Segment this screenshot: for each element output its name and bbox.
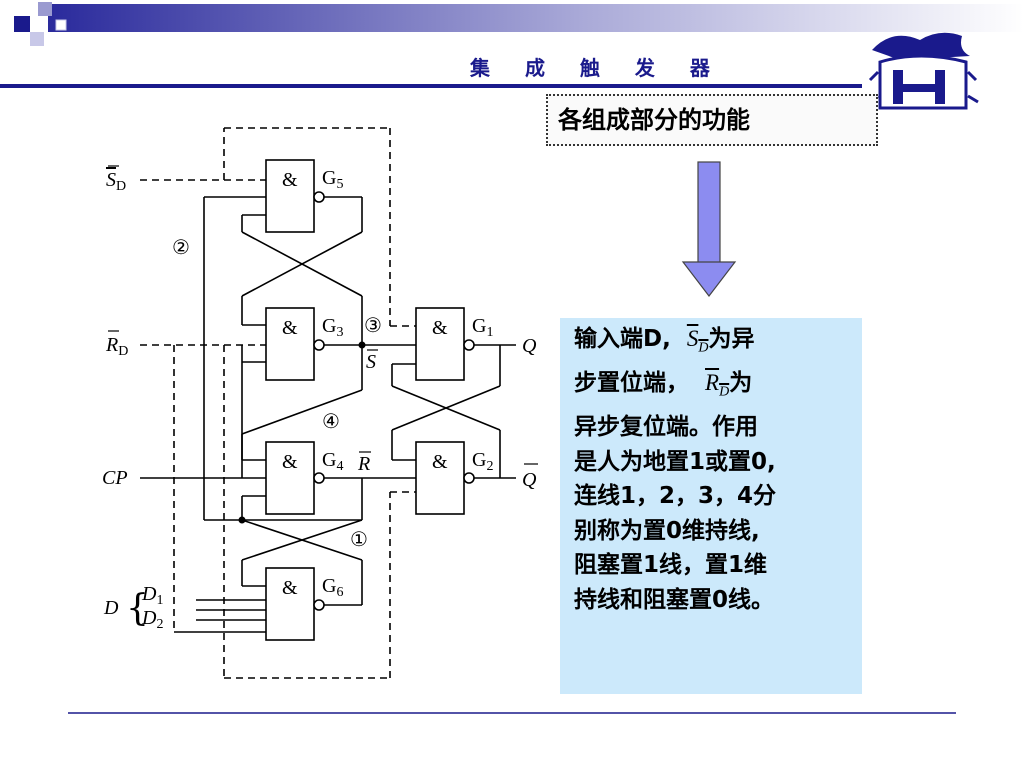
line-marker-4: ④ [322,411,340,433]
slide-title: 集 成 触 发 器 [470,56,724,80]
gate-g3-label: G3 [322,315,343,340]
sd-input-label: SD [106,169,126,194]
corner-square [38,2,52,16]
sd-symbol: SD [686,326,709,356]
line-marker-2: ② [172,237,190,259]
cp-input-label: CP [102,467,128,489]
d-input-label: D [103,597,119,619]
gate-g3-symbol: & [282,317,298,339]
top-gradient-bar [48,4,1024,32]
description-line: 异步复位端。作用 [574,414,758,441]
line-marker-3: ③ [364,315,382,337]
q-output-label: Q [522,335,537,357]
line-marker-1: ① [350,529,368,551]
description-line: 步置位端， RD为 [574,370,753,400]
gate-g2-symbol: & [432,451,448,473]
corner-square [30,32,44,46]
gate-g6-label: G6 [322,575,343,600]
s-bar-signal-label: S [366,351,376,373]
heading-box: 各组成部分的功能 [546,94,878,146]
r-bar-signal-label: R [357,453,370,475]
d1-input-label: D1 [141,583,163,608]
d2-input-label: D2 [141,607,163,632]
gate-g4-label: G4 [322,449,343,474]
gate-g1-symbol: & [432,317,448,339]
down-arrow-icon [681,161,737,297]
d-brace: { [126,588,149,629]
corner-square [55,19,67,31]
description-line: 阻塞置1线，置1维 [574,552,768,579]
university-logo [867,32,979,110]
description-line: 连线1，2，3，4分 [574,483,777,510]
gate-g6-symbol: & [282,577,298,599]
gate-g5-symbol: & [282,169,298,191]
description-line: 输入端D, SD为异 [574,326,755,356]
rd-symbol: RD [705,370,730,400]
description-line: 持线和阻塞置0线。 [574,586,775,613]
dashed-lines [140,127,416,679]
rd-input-label: RD [105,334,128,359]
gate-g1-label: G1 [472,315,493,340]
description-line: 是人为地置1或置0, [574,448,776,475]
gate-g2-label: G2 [472,449,493,474]
description-line: 别称为置0维持线, [574,517,760,544]
corner-square [14,16,30,32]
description-box: 输入端D, SD为异 步置位端， RD为 异步复位端。作用 是人为地置1或置0,… [560,318,862,694]
qbar-output-label: Q [522,469,537,491]
gate-g4-symbol: & [282,451,298,473]
gate-g5-label: G5 [322,167,343,192]
